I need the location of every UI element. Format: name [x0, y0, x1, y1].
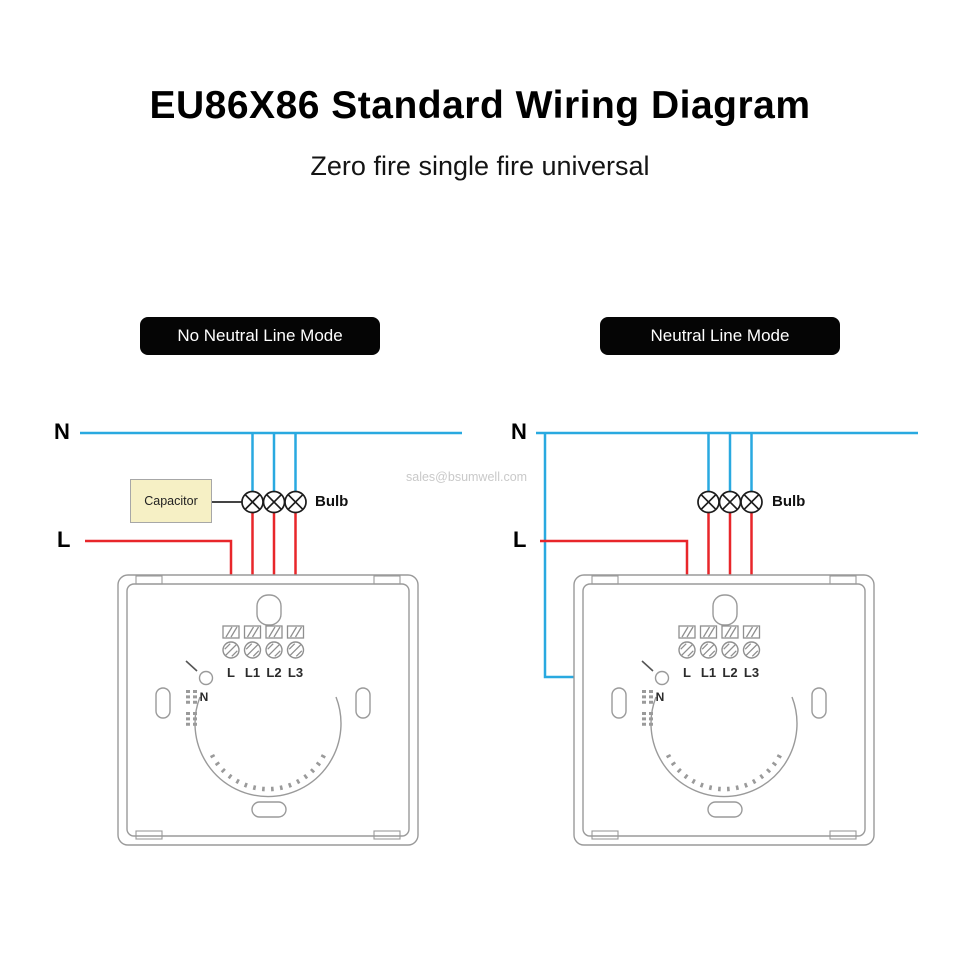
- bulb-icon: [718, 490, 742, 514]
- mode-pill-no-neutral: No Neutral Line Mode: [140, 317, 380, 355]
- bulb-icon: [740, 490, 763, 514]
- mode-pill-neutral: Neutral Line Mode: [600, 317, 840, 355]
- terminal-label-L3: L3: [744, 665, 759, 680]
- terminal-label-L3: L3: [288, 665, 303, 680]
- left-bulb-label: Bulb: [315, 493, 349, 510]
- right-bulb-label: Bulb: [772, 493, 806, 510]
- watermark: sales@bsumwell.com: [406, 470, 528, 484]
- terminal-label-L: L: [683, 665, 691, 680]
- terminal-label-L: L: [227, 665, 235, 680]
- left-live-wire-label: L: [57, 527, 71, 552]
- bulb-icon: [284, 490, 307, 514]
- left-neutral-wires: [80, 431, 462, 491]
- terminal-label-N: N: [200, 690, 209, 704]
- right-neutral-wire-label: N: [511, 419, 527, 444]
- bulb-icon: [262, 490, 286, 514]
- page-title: EU86X86 Standard Wiring Diagram: [149, 84, 811, 127]
- right-live-wire-label: L: [513, 527, 527, 552]
- capacitor: Capacitor: [130, 479, 212, 523]
- terminal-label-L1: L1: [701, 665, 716, 680]
- terminal-label-N: N: [656, 690, 665, 704]
- switch-panel-right: [574, 575, 874, 845]
- terminal-label-L1: L1: [245, 665, 260, 680]
- switch-panel-left: [118, 575, 418, 845]
- page-subtitle: Zero fire single fire universal: [310, 151, 650, 181]
- right-diagram: L L1 L2 L3 N: [536, 431, 918, 845]
- terminal-label-L2: L2: [266, 665, 281, 680]
- left-neutral-wire-label: N: [54, 419, 70, 444]
- left-diagram: L L1 L2 L3 N: [80, 431, 462, 845]
- bulb-icon: [241, 490, 264, 514]
- terminal-label-L2: L2: [722, 665, 737, 680]
- bulb-icon: [697, 490, 720, 514]
